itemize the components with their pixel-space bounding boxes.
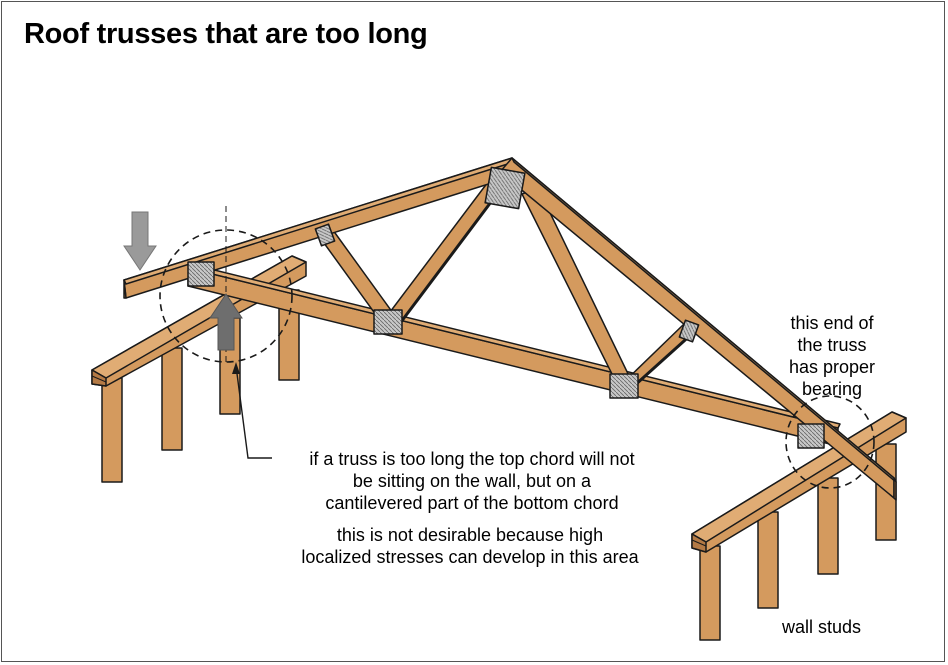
left-wall-plate-end <box>91 369 107 387</box>
gusset-plate <box>314 223 336 247</box>
too-long-note: if a truss is too long the top chord wil… <box>309 449 635 513</box>
gusset-plate <box>484 166 526 210</box>
left-bearing-detail <box>123 206 293 459</box>
proper-bearing-label: this end of the truss has proper bearing <box>788 313 876 399</box>
roof-truss <box>123 157 897 501</box>
wall-studs-label: wall studs <box>782 617 862 637</box>
not-desirable-note: this is not desirable because high local… <box>301 525 639 567</box>
proper-bearing-circle <box>785 395 875 489</box>
right-wall-stud <box>757 511 779 609</box>
diagram-title: Roof trusses that are too long <box>24 18 428 50</box>
gusset-plate <box>609 373 639 399</box>
reaction-up-arrow-icon <box>209 293 243 351</box>
right-wall-stud <box>699 545 721 641</box>
leader-arrowhead-icon <box>232 362 240 374</box>
right-wall-stud <box>817 477 839 575</box>
gusset-plate <box>678 319 700 343</box>
note-leader-line <box>235 365 272 459</box>
load-down-arrow-icon <box>123 211 157 271</box>
gusset-plate <box>187 261 215 287</box>
left-wall-stud <box>161 347 183 451</box>
gusset-plate <box>797 423 825 449</box>
left-wall-stud <box>101 377 123 483</box>
problem-area-circle <box>159 229 293 363</box>
gusset-plate <box>373 309 403 335</box>
